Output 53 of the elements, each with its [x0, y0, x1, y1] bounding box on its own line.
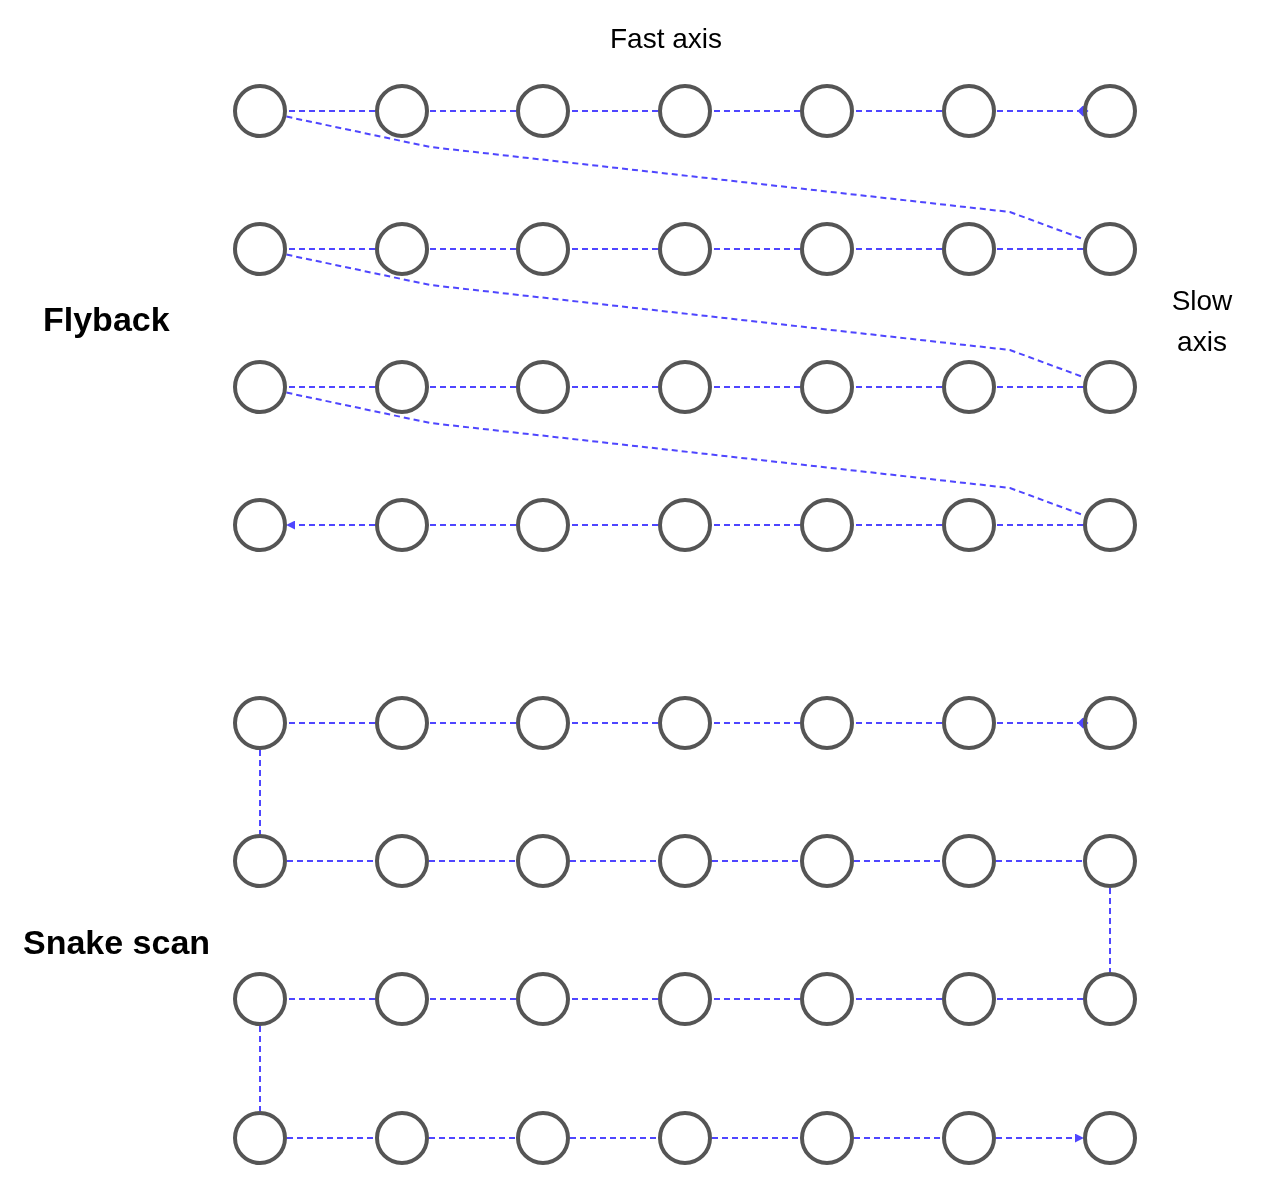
dashed-scan-line [711, 1137, 801, 1139]
dashed-arrow [995, 1133, 1084, 1143]
dashed-scan-line [569, 1137, 659, 1139]
dashed-scan-line [711, 248, 801, 250]
dashed-scan-line [995, 998, 1084, 1000]
dashed-scan-line [995, 248, 1084, 250]
dashed-scan-line [259, 1025, 261, 1112]
dashed-scan-line [428, 386, 517, 388]
axis-label: Fast axis [609, 22, 723, 56]
dashed-scan-line [428, 722, 517, 724]
dashed-arrow [286, 520, 376, 530]
dashed-scan-line [853, 110, 943, 112]
dashed-scan-line [286, 998, 376, 1000]
dashed-scan-line [286, 248, 376, 250]
dashed-scan-line [428, 1137, 517, 1139]
dashed-scan-line [711, 998, 801, 1000]
dashed-scan-line [259, 749, 261, 835]
dashed-scan-line [995, 524, 1084, 526]
dashed-scan-line [569, 722, 659, 724]
dashed-scan-line [853, 860, 943, 862]
dashed-scan-line [428, 524, 517, 526]
dashed-scan-line [1109, 887, 1111, 973]
dashed-scan-line [286, 386, 376, 388]
dashed-scan-line [995, 386, 1084, 388]
dashed-scan-line [853, 524, 943, 526]
dashed-scan-line [853, 386, 943, 388]
dashed-scan-line [853, 248, 943, 250]
dashed-scan-line [995, 860, 1084, 862]
dashed-scan-line [711, 110, 801, 112]
dashed-scan-line [428, 860, 517, 862]
dashed-scan-line [569, 248, 659, 250]
dashed-scan-line [569, 860, 659, 862]
dashed-scan-line [569, 386, 659, 388]
dashed-scan-line [428, 998, 517, 1000]
dashed-scan-line [286, 110, 376, 112]
dashed-scan-line [711, 386, 801, 388]
dashed-scan-line [569, 524, 659, 526]
dashed-scan-line [711, 860, 801, 862]
scan-title: Snake scan [23, 922, 212, 963]
dashed-scan-line [853, 722, 943, 724]
dashed-scan-line [569, 998, 659, 1000]
dashed-scan-line [853, 998, 943, 1000]
dashed-scan-line [428, 248, 517, 250]
scan-title: Flyback [43, 299, 171, 340]
dashed-scan-line [428, 110, 517, 112]
dashed-scan-line [286, 860, 376, 862]
dashed-scan-line [286, 1137, 376, 1139]
dashed-scan-line [286, 722, 376, 724]
axis-label: Slow axis [1170, 284, 1234, 359]
dashed-scan-line [711, 722, 801, 724]
dashed-scan-line [711, 524, 801, 526]
dashed-scan-line [853, 1137, 943, 1139]
dashed-scan-line [569, 110, 659, 112]
